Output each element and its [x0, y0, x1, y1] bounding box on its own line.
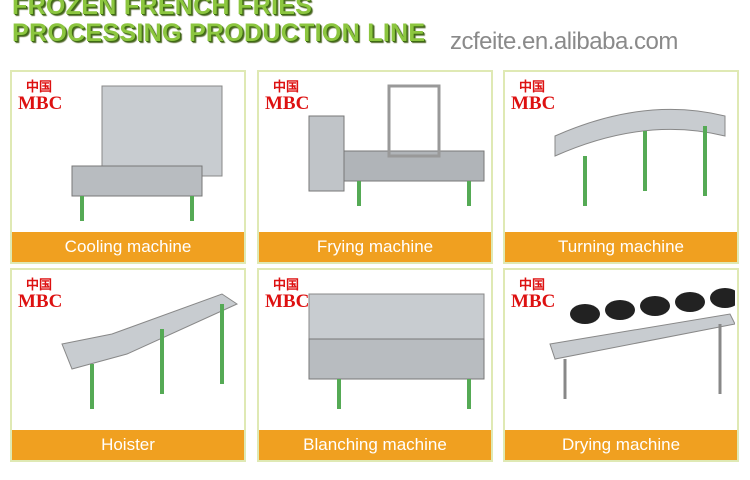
- machine-photo: [554, 108, 726, 206]
- watermark: zcfeite.en.alibaba.com: [450, 28, 678, 55]
- logo-name: MBC: [265, 291, 310, 312]
- logo-name: MBC: [511, 93, 556, 114]
- logo-name: MBC: [18, 291, 63, 312]
- machine-label: Hoister: [12, 430, 244, 460]
- logo-cn: 中国: [273, 277, 300, 292]
- machine-label: Frying machine: [259, 232, 491, 262]
- machine-label: Drying machine: [505, 430, 737, 460]
- machine-label: Cooling machine: [12, 232, 244, 262]
- logo-cn: 中国: [26, 79, 53, 94]
- page-title-line-1: FROZEN FRENCH FRIES: [12, 0, 313, 20]
- logo-cn: 中国: [26, 277, 53, 292]
- page-title-line-2: PROCESSING PRODUCTION LINE: [12, 19, 426, 47]
- logo-cn: 中国: [273, 79, 300, 94]
- machine-photo: [71, 85, 223, 221]
- machine-photo: [308, 293, 485, 409]
- machine-label: Blanching machine: [259, 430, 491, 460]
- logo-name: MBC: [265, 93, 310, 114]
- machine-label: Turning machine: [505, 232, 737, 262]
- machine-photo: [549, 288, 735, 399]
- logo-name: MBC: [511, 291, 556, 312]
- logo-cn: 中国: [519, 277, 546, 292]
- machine-photo: [308, 84, 485, 206]
- machine-photo: [61, 293, 239, 409]
- logo-cn: 中国: [519, 79, 546, 94]
- logo-name: MBC: [18, 93, 63, 114]
